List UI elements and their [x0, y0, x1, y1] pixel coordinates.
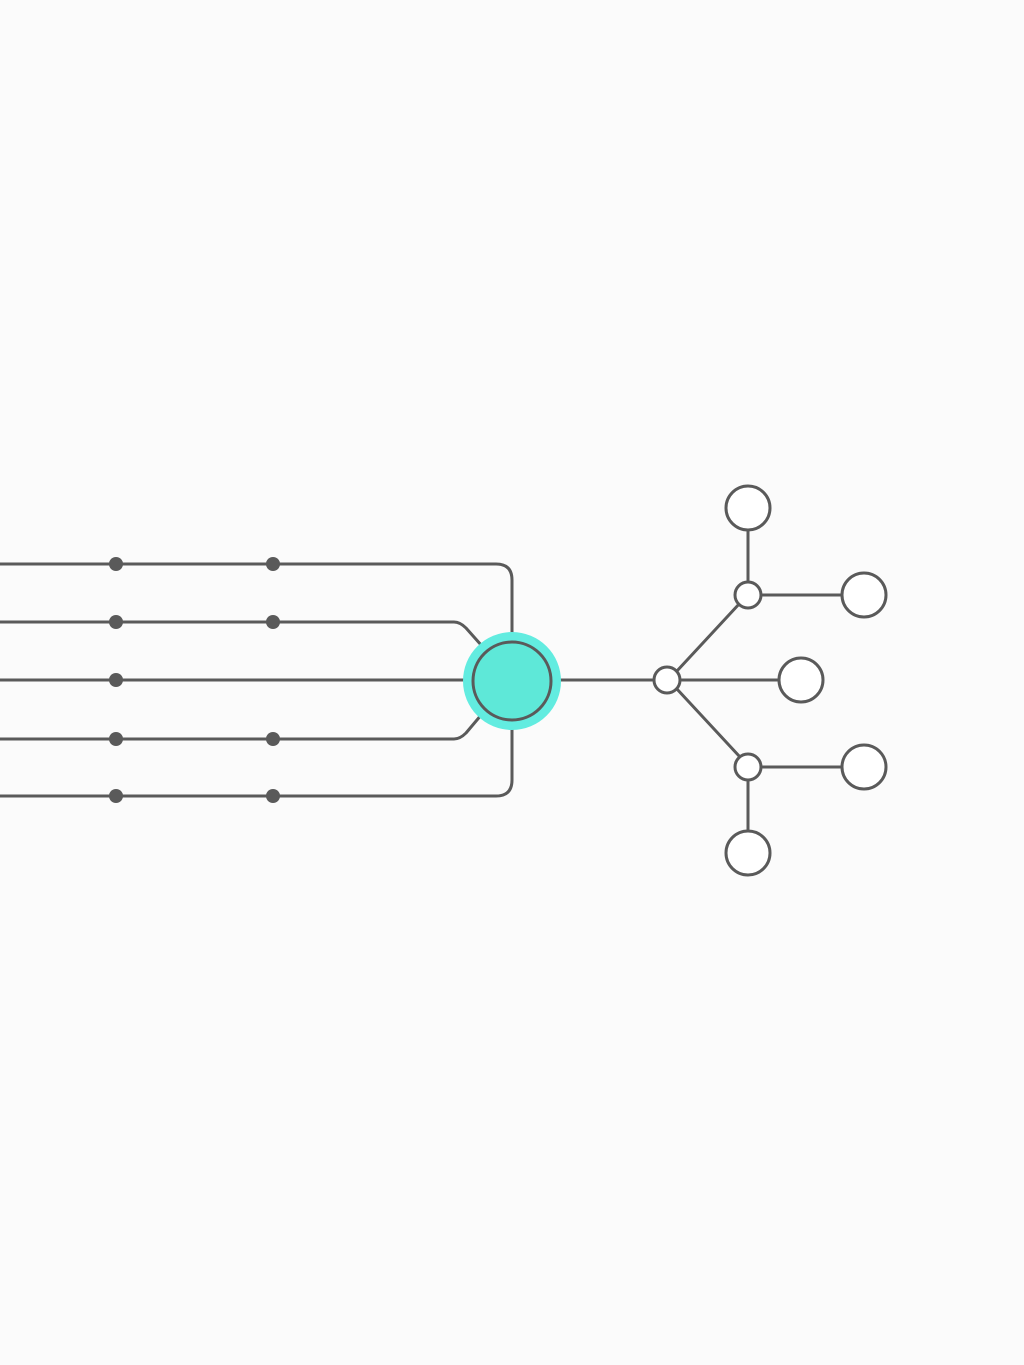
input-line-5 [0, 718, 514, 798]
waypoints [109, 557, 280, 803]
root-junction-node [652, 665, 682, 695]
waypoint-dot [266, 557, 280, 571]
waypoint-dot [266, 789, 280, 803]
root-to-upper-link [674, 601, 742, 674]
waypoint-dot [266, 732, 280, 746]
waypoint-dot [109, 615, 123, 629]
root-to-lower-link [674, 686, 742, 759]
input-line-4 [0, 712, 484, 741]
junction-nodes [652, 580, 763, 782]
leaf-node-middle [777, 656, 825, 704]
leaf-node-bottom [724, 829, 772, 877]
central-hub [463, 632, 561, 730]
leaf-node-lower-right [840, 743, 888, 791]
upper-junction-node [733, 580, 763, 610]
input-line-2 [0, 620, 484, 648]
waypoint-dot [109, 789, 123, 803]
leaf-node-upper-right [840, 571, 888, 619]
input-line-1 [0, 562, 514, 642]
waypoint-dot [109, 732, 123, 746]
waypoint-dot [109, 557, 123, 571]
input-lines [0, 562, 514, 798]
lower-junction-node [733, 752, 763, 782]
leaf-nodes [724, 484, 888, 877]
waypoint-dot [266, 615, 280, 629]
leaf-node-top [724, 484, 772, 532]
hub-core [471, 640, 553, 722]
waypoint-dot [109, 673, 123, 687]
branch-links [556, 528, 844, 833]
